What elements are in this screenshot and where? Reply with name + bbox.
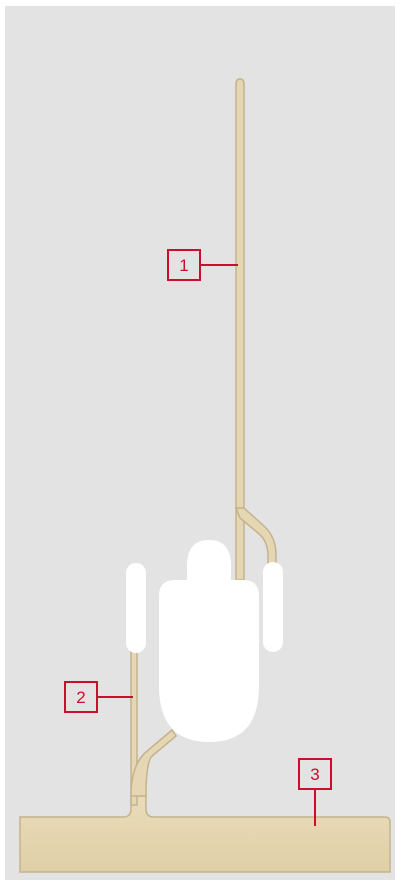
callout-1-box xyxy=(167,249,201,281)
callout-2: 2 xyxy=(64,681,133,713)
callout-3-box xyxy=(298,758,332,790)
central-cavity-cutout xyxy=(159,540,259,742)
right-side-cutout xyxy=(263,562,283,652)
callout-2-label: 2 xyxy=(76,688,85,707)
background-panel xyxy=(5,6,395,880)
horizontal-base-runner xyxy=(19,795,391,873)
callout-1-label: 1 xyxy=(179,256,188,275)
callout-3-label: 3 xyxy=(310,765,319,784)
left-side-cutout xyxy=(126,563,146,653)
lower-runner-joint xyxy=(130,728,177,797)
callout-1: 1 xyxy=(167,249,238,281)
callout-2-box xyxy=(64,681,98,713)
callout-3: 3 xyxy=(298,758,332,826)
thin-upper-feeder-runner xyxy=(235,78,245,581)
